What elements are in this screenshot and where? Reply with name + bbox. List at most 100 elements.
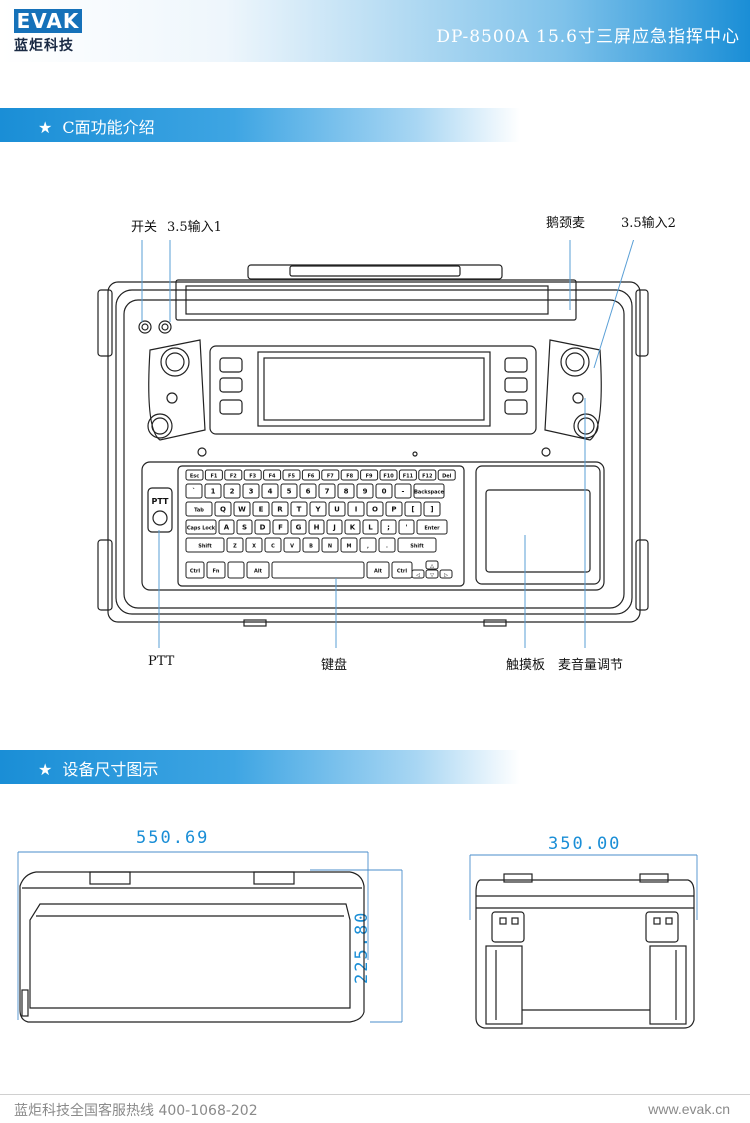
keyboard-key <box>224 469 243 481</box>
ptt-key-label: PTT <box>152 497 170 506</box>
keyboard-key-label: Shift <box>198 544 212 550</box>
keyboard-key-label: K <box>350 524 356 532</box>
keyboard-key-label: 6 <box>306 488 311 496</box>
section-title-c-face: ★C面功能介绍 <box>38 114 155 138</box>
star-icon: ★ <box>38 118 53 137</box>
keyboard-key <box>366 501 384 517</box>
keyboard-key <box>340 469 359 481</box>
keyboard-key <box>360 469 379 481</box>
keyboard-key-label: Ctrl <box>190 569 201 575</box>
section-title-text: 设备尺寸图示 <box>62 760 159 779</box>
keyboard-key-label: ◁ <box>416 573 420 579</box>
keyboard-key <box>318 483 336 499</box>
keyboard-key <box>425 560 439 570</box>
keyboard-key-label: W <box>238 506 246 514</box>
keyboard-key <box>416 519 448 535</box>
keyboard-key-label: I <box>355 506 358 514</box>
keyboard-key-label: T <box>297 506 302 514</box>
footer-website-link[interactable]: www.evak.cn <box>648 1101 730 1117</box>
keyboard-key-label: Backspace <box>414 490 444 496</box>
keyboard-key <box>391 561 413 579</box>
page-header: EVAK 蓝炬科技 DP-8500A 15.6寸三屏应急指挥中心 <box>0 0 750 62</box>
keyboard-key <box>308 519 325 535</box>
keyboard-key <box>242 483 260 499</box>
keyboard-key <box>290 519 307 535</box>
keyboard-key-label: . <box>386 544 388 550</box>
keyboard-key-label: L <box>368 524 373 532</box>
keyboard-key-label: Q <box>220 506 226 514</box>
keyboard-key <box>366 561 390 579</box>
keyboard-key <box>359 537 377 553</box>
keyboard-key <box>394 483 412 499</box>
callout-input-1: 3.5输入1 <box>167 220 222 235</box>
keyboard-key-label: Caps Lock <box>187 526 216 532</box>
callout-power-switch: 开关 <box>131 220 158 235</box>
keyboard-key-label: Alt <box>254 569 263 575</box>
keyboard-key-label: 8 <box>344 488 349 496</box>
product-title: DP-8500A 15.6寸三屏应急指挥中心 <box>436 27 740 47</box>
keyboard-key <box>344 519 361 535</box>
keyboard-key-label: F8 <box>346 474 353 480</box>
keyboard-key <box>404 501 422 517</box>
dimension-depth-label: 350.00 <box>548 834 622 854</box>
keyboard-key-label: X <box>252 544 256 550</box>
keyboard-key <box>280 483 298 499</box>
keyboard-key-label: F10 <box>383 474 394 480</box>
keyboard-key-label: ` <box>192 488 196 496</box>
keyboard-key <box>375 483 393 499</box>
keyboard-key <box>411 569 425 579</box>
keyboard-key-label: F9 <box>366 474 373 480</box>
keyboard-key-label: P <box>391 506 396 514</box>
keyboard-key <box>185 561 205 579</box>
keyboard-key <box>290 501 308 517</box>
logo-brand-name: 蓝炬科技 <box>14 38 74 54</box>
keyboard-key <box>243 469 262 481</box>
keyboard-key-label: E <box>259 506 264 514</box>
keyboard-key <box>261 483 279 499</box>
keyboard-key-label: F11 <box>403 474 414 480</box>
keyboard-key <box>301 469 320 481</box>
keyboard-key-label: 4 <box>268 488 273 496</box>
keyboard-key-label: A <box>224 524 230 532</box>
keyboard-key <box>379 469 398 481</box>
keyboard-key-label: 3 <box>249 488 254 496</box>
keyboard-key <box>337 483 355 499</box>
dimension-width-label: 550.69 <box>136 828 210 848</box>
keyboard-key <box>185 483 203 499</box>
keyboard-key <box>185 501 213 517</box>
keyboard-key <box>321 537 339 553</box>
keyboard-key <box>236 519 253 535</box>
keyboard-key <box>413 483 445 499</box>
keyboard-key <box>299 483 317 499</box>
keyboard-key <box>233 501 251 517</box>
star-icon: ★ <box>38 760 53 779</box>
keyboard-key <box>439 569 453 579</box>
keyboard-key <box>223 483 241 499</box>
keyboard-key-label: Fn <box>213 569 220 575</box>
keyboard-key-label: C <box>271 544 275 550</box>
keyboard-key-label: Del <box>442 474 452 480</box>
keyboard-key-label: 9 <box>363 488 368 496</box>
keyboard-key-label: Y <box>314 506 321 514</box>
keyboard-key-label: Ctrl <box>397 569 408 575</box>
keyboard-key <box>356 483 374 499</box>
keyboard-key <box>362 519 379 535</box>
keyboard-key <box>423 501 441 517</box>
brand-logo: EVAK 蓝炬科技 <box>14 9 88 55</box>
keyboard-key-label: 1 <box>211 488 216 496</box>
keyboard-key <box>398 469 417 481</box>
keyboard-key-label: N <box>328 544 332 550</box>
keyboard-key <box>185 537 225 553</box>
keyboard-key <box>254 519 271 535</box>
section-title-dimensions: ★ 设备尺寸图示 <box>38 756 158 780</box>
keyboard-key-label: Esc <box>190 474 199 480</box>
section-bar-c-face: ★C面功能介绍 <box>0 108 520 142</box>
keyboard-key <box>204 469 223 481</box>
keyboard-key-label: △ <box>430 564 434 570</box>
keyboard-key <box>340 537 358 553</box>
callout-input-2: 3.5输入2 <box>621 216 676 231</box>
keyboard-key-label: , <box>367 544 369 550</box>
keyboard-key <box>347 501 365 517</box>
